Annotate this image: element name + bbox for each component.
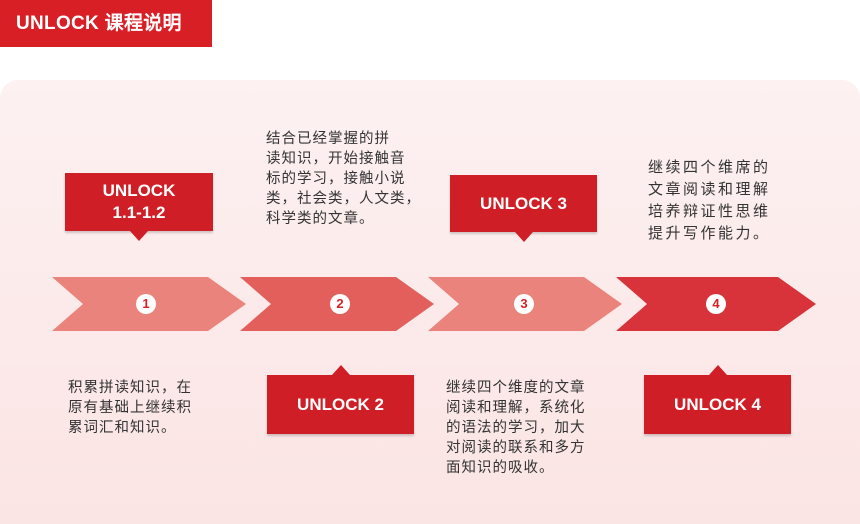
callout-unlock-4-label: UNLOCK 4 bbox=[674, 394, 761, 414]
step-3-desc-line: 继续四个维度的文章 bbox=[446, 380, 586, 396]
callout-unlock-1-line1: UNLOCK bbox=[102, 181, 176, 200]
step-4-desc-line: 培养辩证性思维 bbox=[648, 203, 771, 220]
step-number-3: 3 bbox=[514, 294, 534, 314]
callout-unlock-1: UNLOCK 1.1-1.2 bbox=[65, 173, 213, 241]
callout-unlock-2-label: UNLOCK 2 bbox=[297, 394, 384, 414]
step-2-desc-line: 类，社会类，人文类， bbox=[266, 191, 421, 207]
step-3-desc-line: 面知识的吸收。 bbox=[446, 460, 555, 476]
step-2-desc-line: 读知识，开始接触音 bbox=[266, 151, 406, 167]
step-2-description: 结合已经掌握的拼 读知识，开始接触音 标的学习，接触小说 类，社会类，人文类， … bbox=[266, 129, 426, 229]
step-1-desc-line: 原有基础上继续积 bbox=[68, 400, 192, 416]
callout-unlock-3-label: UNLOCK 3 bbox=[480, 193, 567, 213]
step-3-description: 继续四个维度的文章 阅读和理解，系统化 的语法的学习，加大 对阅读的联系和多方 … bbox=[446, 378, 616, 478]
step-3-desc-line: 的语法的学习，加大 bbox=[446, 420, 586, 436]
step-4-desc-line: 继续四个维席的 bbox=[648, 159, 771, 176]
step-number-1: 1 bbox=[136, 294, 156, 314]
callout-unlock-2: UNLOCK 2 bbox=[267, 365, 414, 434]
step-4-description: 继续四个维席的 文章阅读和理解 培养辩证性思维 提升写作能力。 bbox=[648, 157, 798, 245]
callout-unlock-3: UNLOCK 3 bbox=[450, 175, 597, 242]
step-3-desc-line: 阅读和理解，系统化 bbox=[446, 400, 586, 416]
step-1-desc-line: 累词汇和知识。 bbox=[68, 420, 177, 436]
step-1-description: 积累拼读知识，在 原有基础上继续积 累词汇和知识。 bbox=[68, 378, 228, 438]
callout-unlock-4: UNLOCK 4 bbox=[644, 365, 791, 434]
step-1-desc-line: 积累拼读知识，在 bbox=[68, 380, 192, 396]
step-4-desc-line: 文章阅读和理解 bbox=[648, 181, 771, 198]
step-2-desc-line: 结合已经掌握的拼 bbox=[266, 131, 390, 147]
step-number-4: 4 bbox=[706, 294, 726, 314]
step-2-desc-line: 标的学习，接触小说 bbox=[266, 171, 406, 187]
callout-unlock-1-line2: 1.1-1.2 bbox=[112, 203, 166, 222]
step-4-desc-line: 提升写作能力。 bbox=[648, 225, 771, 242]
page-title: UNLOCK 课程说明 bbox=[0, 0, 212, 47]
step-2-desc-line: 科学类的文章。 bbox=[266, 211, 375, 227]
step-number-2: 2 bbox=[330, 294, 350, 314]
step-3-desc-line: 对阅读的联系和多方 bbox=[446, 440, 586, 456]
